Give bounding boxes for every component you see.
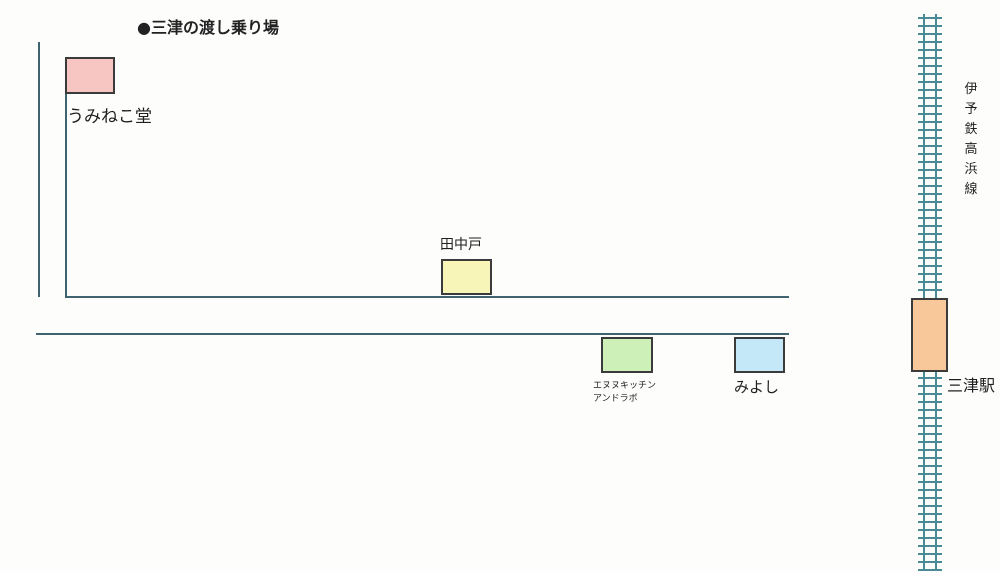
place-miyoshi-label: みよし [734,378,780,396]
road-upper [65,296,789,298]
place-miyoshi-marker[interactable] [734,337,785,373]
road-left-inner [65,92,67,298]
station-mitsu-marker[interactable] [911,298,948,372]
railway-line-name: 伊予鉄高浜線 [964,82,978,197]
road-left-outer [38,42,40,297]
road-lower [36,333,789,335]
place-tanakado-marker[interactable] [441,259,492,295]
place-tanakado-label: 田中戸 [440,237,482,253]
place-uminekodo-marker[interactable] [65,57,115,94]
place-enuzu-label-2: アンドラボ [593,394,638,404]
place-enuzu-label: エヌヌキッチン [593,381,657,391]
station-mitsu-label: 三津駅 [947,376,996,395]
map-title: ●三津の渡し乗り場 [137,18,279,37]
place-uminekodo-label: うみねこ堂 [67,107,152,127]
place-enuzu-marker[interactable] [601,337,653,373]
